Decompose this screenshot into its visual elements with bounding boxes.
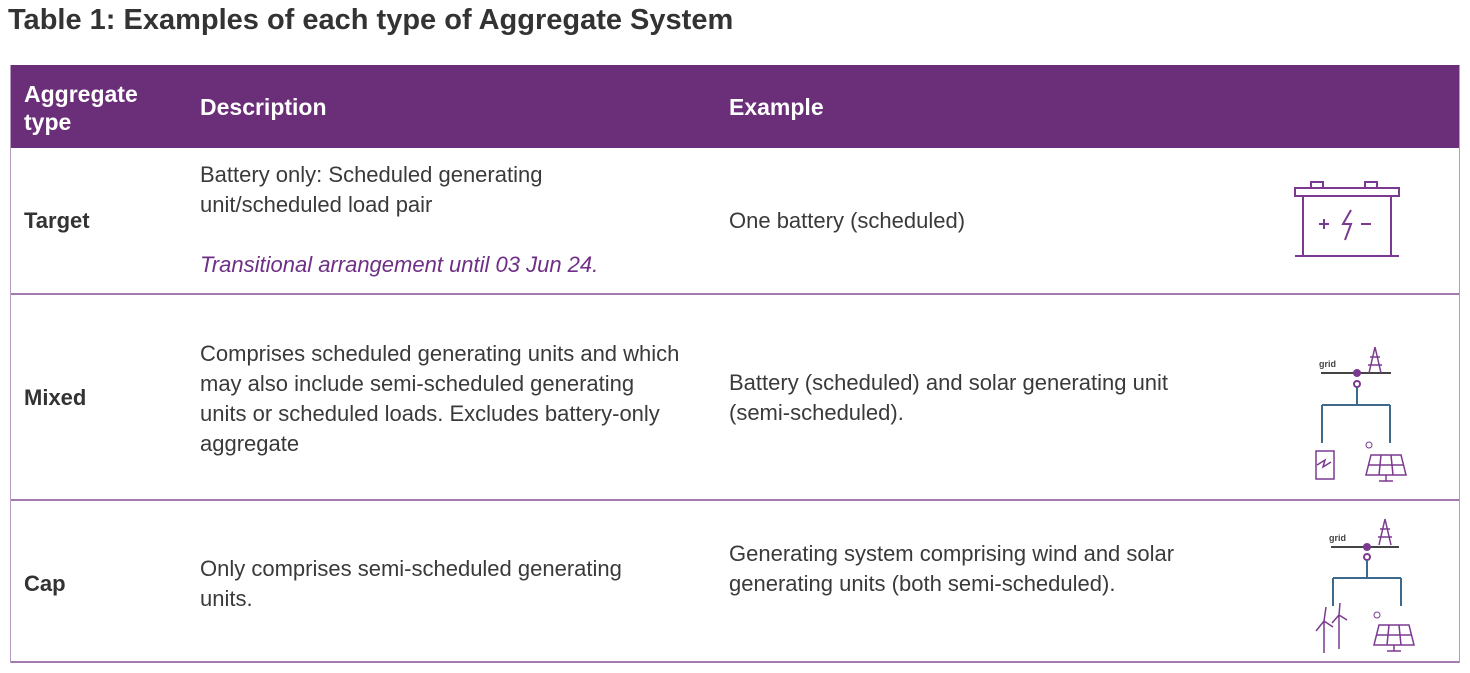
table-row: Cap Only comprises semi-scheduled genera… [11, 501, 1459, 663]
row-type: Mixed [24, 385, 87, 410]
grid-battery-solar-icon: grid [1291, 339, 1421, 492]
table-header: Aggregate type Description Example [11, 65, 1459, 148]
row-example: Battery (scheduled) and solar generating… [729, 370, 1169, 425]
table-caption: Table 1: Examples of each type of Aggreg… [8, 4, 734, 36]
grid-wind-solar-icon: grid [1291, 511, 1421, 664]
grid-label: grid [1319, 359, 1336, 369]
row-description: Only comprises semi-scheduled generating… [200, 556, 622, 611]
row-note: Transitional arrangement until 03 Jun 24… [200, 252, 599, 277]
row-type: Target [24, 208, 90, 233]
row-type: Cap [24, 571, 66, 596]
row-example: Generating system comprising wind and so… [729, 541, 1175, 596]
row-description: Comprises scheduled generating units and… [200, 341, 680, 456]
row-description: Battery only: Scheduled generating unit/… [200, 162, 543, 217]
table-row: Target Battery only: Scheduled generatin… [11, 148, 1459, 295]
grid-label: grid [1329, 533, 1346, 543]
aggregate-table: Aggregate type Description Example Targe… [10, 65, 1460, 663]
header-type: Aggregate type [24, 81, 138, 135]
header-example: Example [729, 94, 824, 120]
battery-icon [1291, 178, 1403, 272]
row-example: One battery (scheduled) [729, 208, 966, 233]
table-row: Mixed Comprises scheduled generating uni… [11, 295, 1459, 501]
header-description: Description [200, 94, 327, 120]
